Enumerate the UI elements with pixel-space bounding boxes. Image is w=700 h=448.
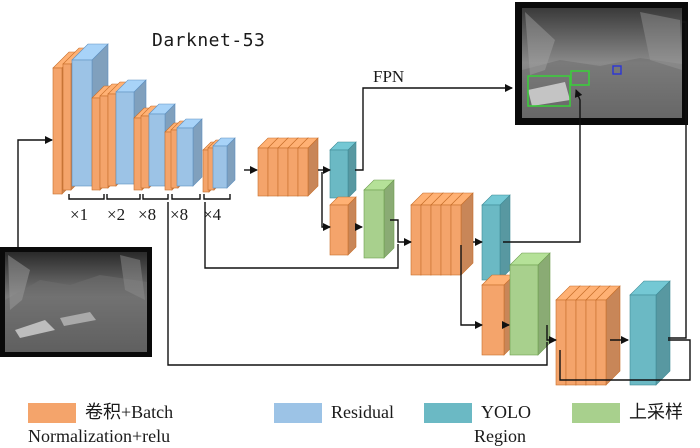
car-detection-box — [527, 75, 571, 107]
backbone-title: Darknet-53 — [152, 30, 266, 51]
backbone-layer-16 — [212, 137, 236, 189]
legend-swatch-residual — [274, 403, 322, 423]
yolo-head-1 — [329, 141, 357, 199]
neck2-conv-5 — [450, 192, 474, 276]
neck3-conv-5 — [595, 285, 621, 386]
legend-label-upsample: 上采样 — [629, 402, 683, 422]
legend-swatch-upsample — [572, 403, 620, 423]
stage-multiplier-1: ×1 — [70, 205, 89, 224]
legend-label-yolo: YOLO — [481, 402, 531, 422]
connectors — [17, 21, 691, 381]
stage-multiplier-4: ×8 — [170, 205, 189, 224]
output-detection-image — [515, 2, 688, 125]
input-arrow — [17, 136, 53, 247]
fpn-label: FPN — [373, 67, 405, 86]
stage-multiplier-5: ×4 — [203, 205, 222, 224]
yolo-head-3 — [629, 280, 671, 386]
person-detection-box — [612, 65, 622, 75]
stage-multiplier-3: ×8 — [138, 205, 157, 224]
legend-label-conv-line2: Normalization+relu — [28, 426, 171, 446]
fpn-arrow — [355, 84, 513, 171]
yolo-head-2 — [481, 194, 511, 281]
legend-label-residual: Residual — [331, 402, 394, 422]
stage-multiplier-2: ×2 — [107, 205, 126, 224]
upsample-1 — [363, 179, 395, 259]
layer-stacks — [52, 43, 671, 386]
neck1-conv-5 — [297, 137, 319, 197]
legend-swatch-yolo — [424, 403, 472, 423]
legend-label-yolo-line2: Region — [474, 426, 526, 446]
neck2-branch-conv — [481, 274, 515, 356]
neck1-branch-conv — [329, 196, 357, 256]
car-detection-box-small — [570, 70, 590, 86]
input-thermal-image — [0, 247, 152, 357]
backbone-layer-13 — [176, 118, 203, 187]
upsample-2 — [509, 252, 551, 356]
legend-label-conv: 卷积+Batch — [85, 402, 174, 422]
legend-swatch-conv — [28, 403, 76, 423]
scale2-output-arrow — [503, 89, 583, 243]
stage-brackets — [68, 194, 231, 200]
